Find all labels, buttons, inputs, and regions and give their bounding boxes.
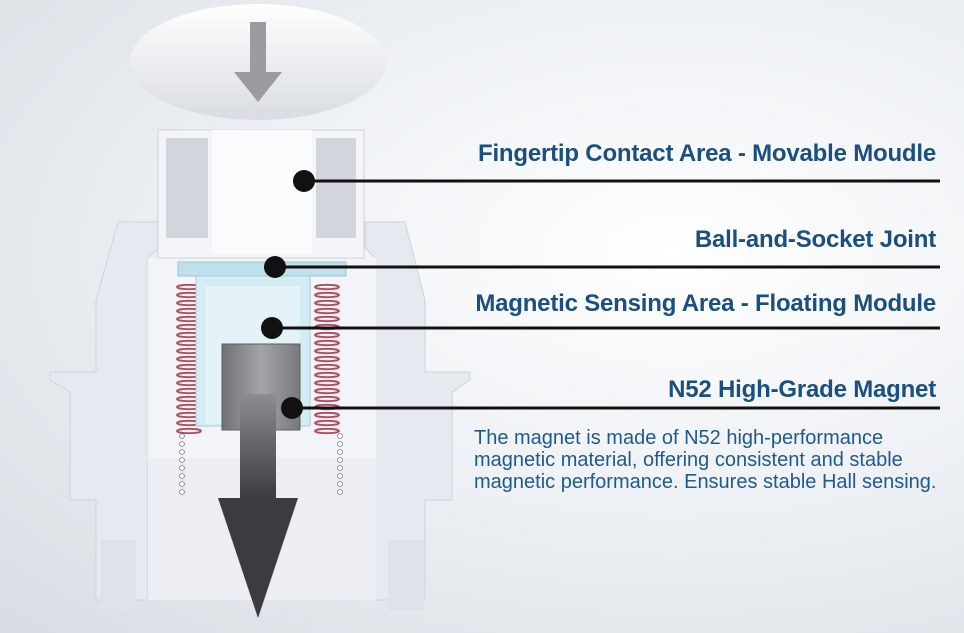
callout-fingertip-contact-area: Fingertip Contact Area - Movable Moudle — [477, 140, 936, 167]
leader-line-fingertip — [293, 170, 940, 192]
callout-n52-magnet: N52 High-Grade Magnet — [668, 376, 936, 403]
lower-contact-dots-right — [337, 433, 343, 495]
leader-line-magnet — [281, 397, 940, 419]
magnetic-field-arrow-icon — [218, 394, 298, 618]
callout-ball-and-socket-joint: Ball-and-Socket Joint — [694, 226, 936, 253]
callout-magnetic-sensing-area: Magnetic Sensing Area - Floating Module — [475, 290, 936, 317]
spring-right — [314, 283, 340, 435]
magnet-description: The magnet is made of N52 high-performan… — [474, 427, 937, 493]
leader-line-ball-joint — [264, 256, 940, 278]
press-down-arrow-icon — [234, 22, 282, 102]
movable-stem — [157, 129, 365, 259]
leader-line-floating-module — [261, 317, 940, 339]
lower-contact-dots-left — [179, 433, 185, 495]
